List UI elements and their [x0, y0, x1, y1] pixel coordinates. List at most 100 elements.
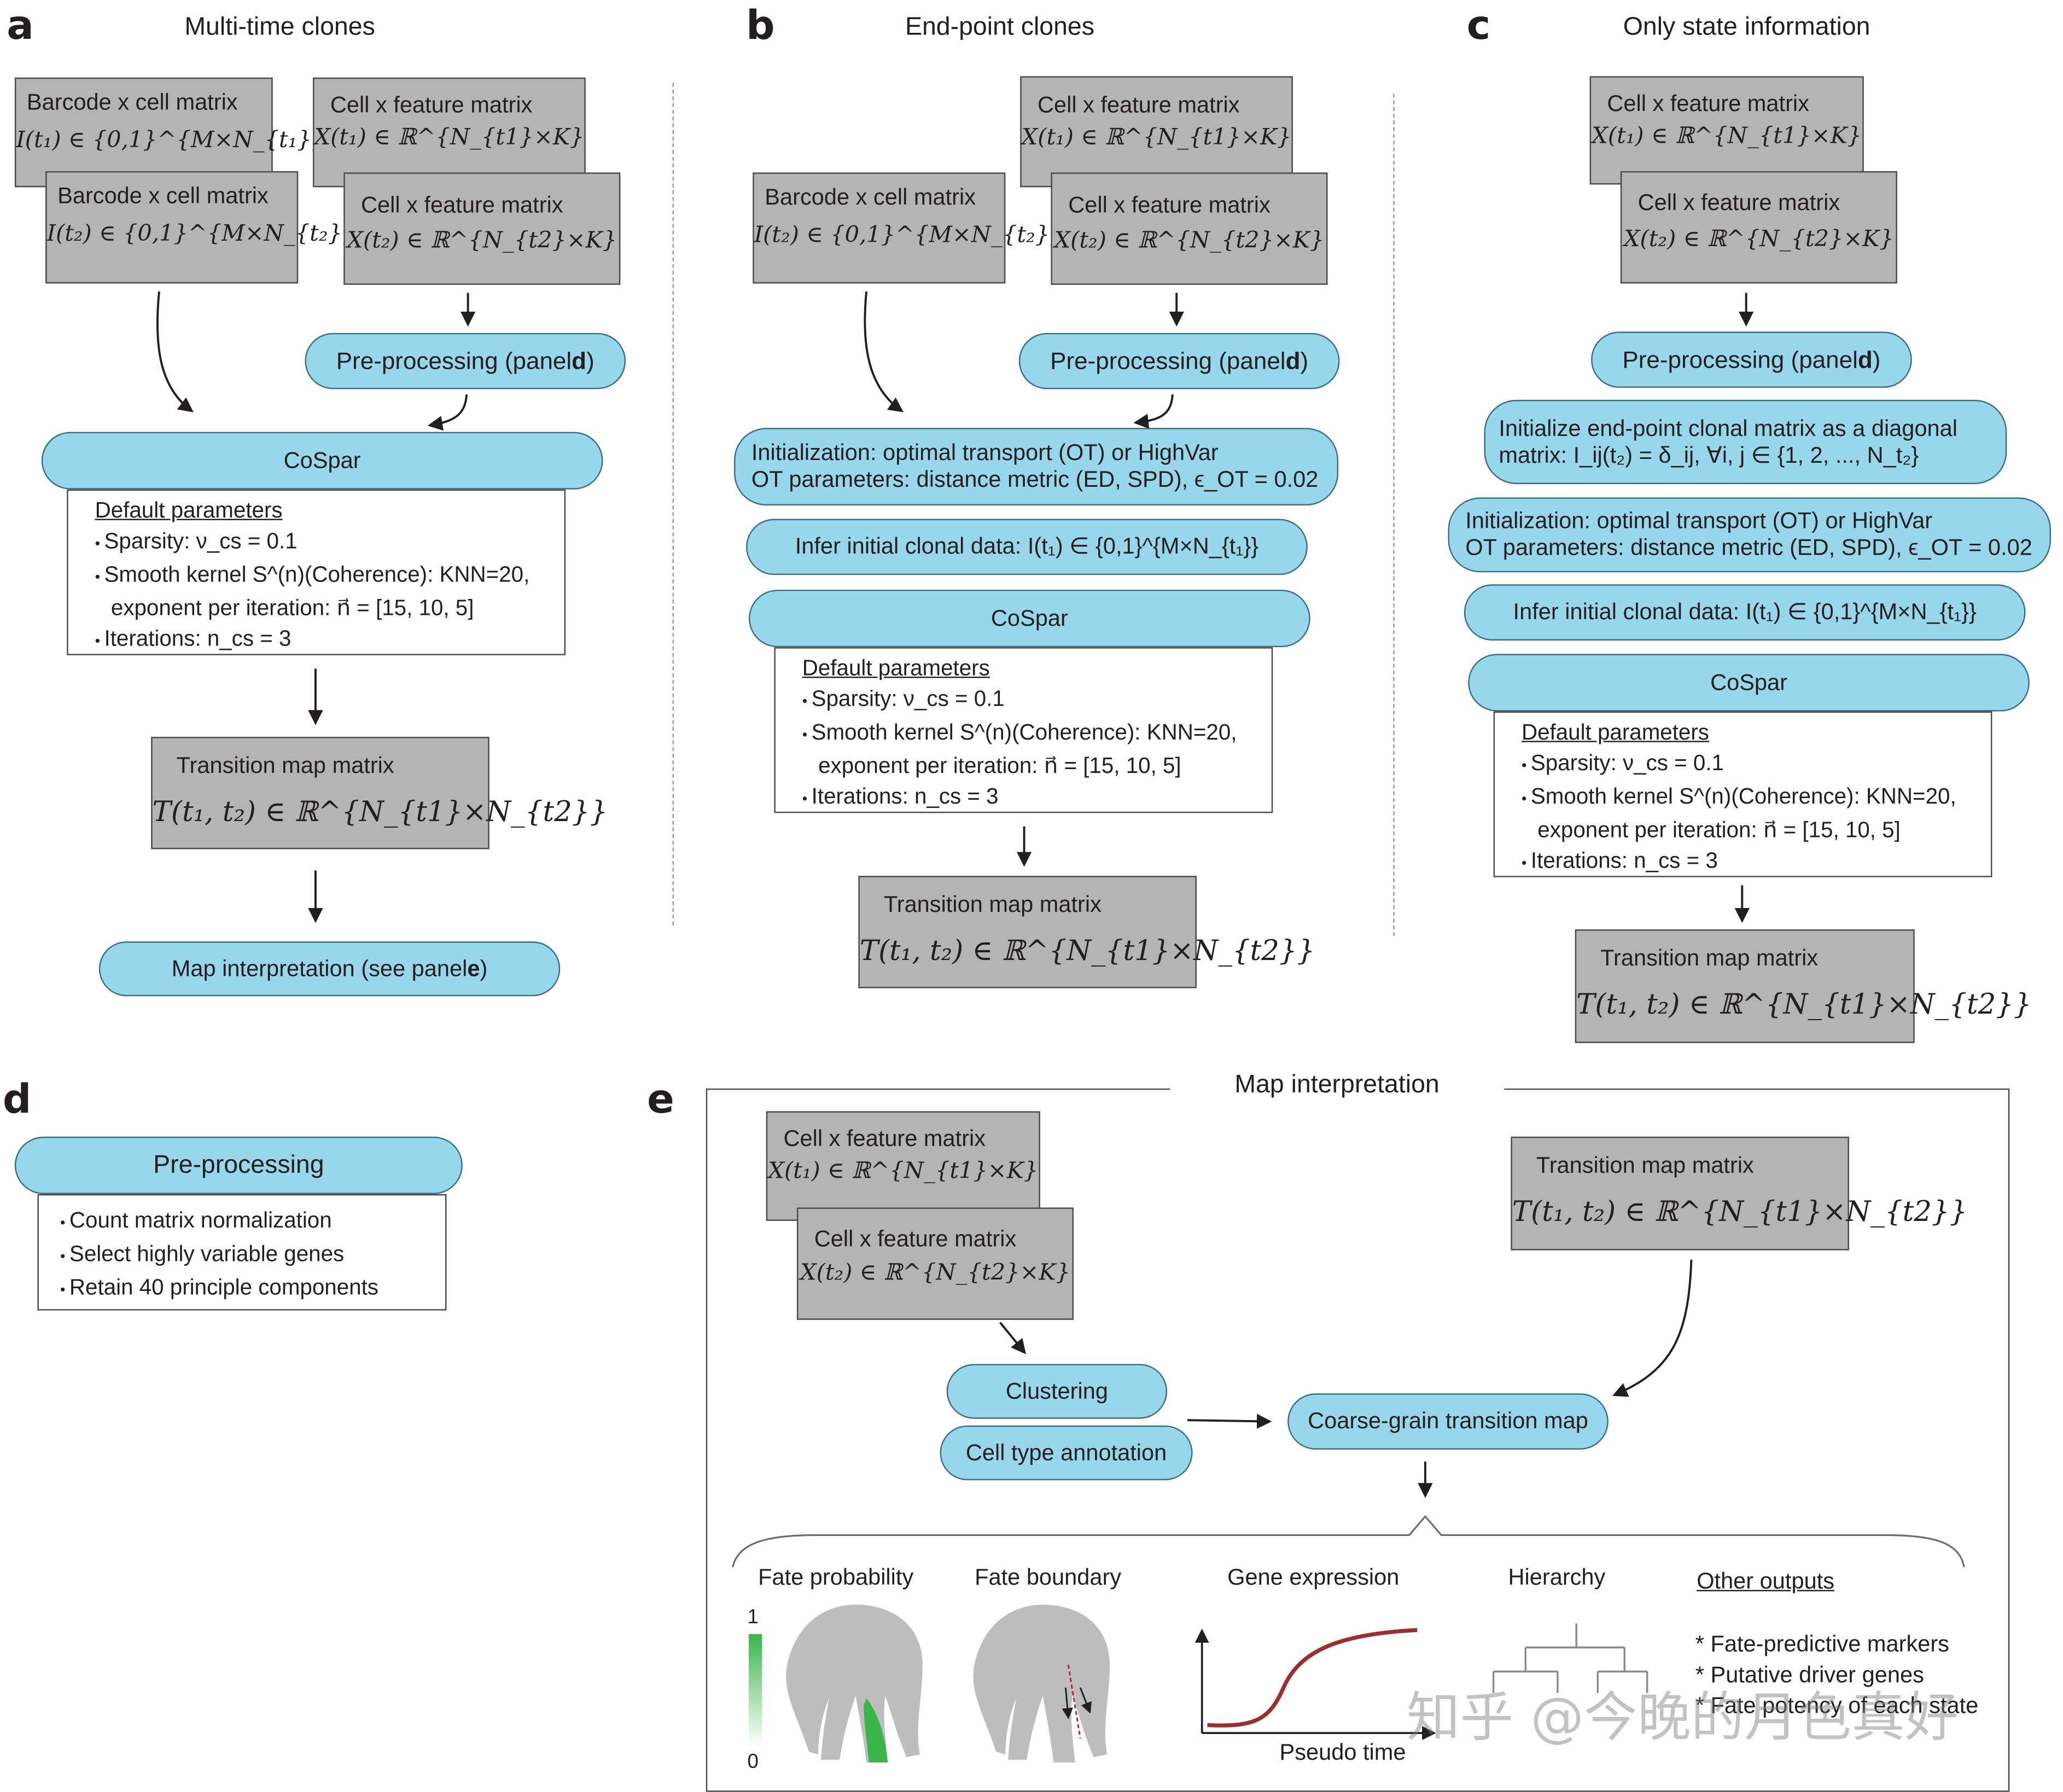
diag-line-1: Initialize end-point clonal matrix as a … — [1499, 415, 1957, 441]
feature-matrix-t1: Cell x feature matrix X(t₁) ∈ ℝ^{N_{t1}×… — [313, 77, 586, 188]
separator-bc — [1393, 94, 1395, 936]
outputs-brace — [732, 1515, 1965, 1568]
pill-text: Map interpretation (see panel — [171, 955, 468, 981]
fate-boundary-illustration — [973, 1604, 1110, 1762]
box-math: X(t₂) ∈ ℝ^{N_{t2}×K} — [800, 1259, 1070, 1287]
param-sparsity: Sparsity: ν_cs = 0.1 — [802, 685, 1272, 718]
list-item: * Fate-predictive markers — [1695, 1631, 1949, 1657]
box-label: Cell x feature matrix — [783, 1126, 986, 1151]
preprocessing-pill-a: Pre-processing (panel d) — [305, 333, 626, 389]
box-label: Transition map matrix — [176, 753, 394, 778]
box-label: Cell x feature matrix — [361, 193, 563, 218]
param-exponent: exponent per iteration: n⃗ = [15, 10, 5] — [110, 596, 474, 621]
box-math: X(t₁) ∈ ℝ^{N_{t1}×K} — [1592, 123, 1862, 150]
gene-expression-axes — [1194, 1628, 1436, 1741]
box-label: Transition map matrix — [1600, 945, 1819, 971]
other-outputs-list: * Fate-predictive markers * Putative dri… — [1695, 1629, 1978, 1721]
infer-clonal-pill-b: Infer initial clonal data: I(t₁) ∈ {0,1}… — [746, 519, 1308, 575]
init-line-1: Initialization: optimal transport (OT) o… — [751, 440, 1219, 466]
transition-map-c: Transition map matrix T(t₁, t₂) ∈ ℝ^{N_{… — [1575, 929, 2032, 1043]
watermark: 知乎 @今晚的月色真好 — [1406, 1688, 1959, 1749]
step-item: Retain 40 principle components — [60, 1273, 445, 1306]
boundary-arrow-left — [1062, 1687, 1073, 1719]
fate-probability-green — [864, 1698, 888, 1762]
box-math: X(t₁) ∈ ℝ^{N_{t1}×K} — [314, 124, 585, 152]
feature-matrix-t2: Cell x feature matrix X(t₂) ∈ ℝ^{N_{t2}×… — [343, 172, 621, 285]
pill-bold: d — [572, 347, 587, 375]
box-math: X(t₂) ∈ ℝ^{N_{t2}×K} — [1054, 227, 1325, 254]
panel-c-letter: c — [1466, 2, 1491, 50]
feature-matrix-e-t2: Cell x feature matrix X(t₂) ∈ ℝ^{N_{t2}×… — [796, 1207, 1074, 1320]
param-sparsity: Sparsity: ν_cs = 0.1 — [95, 527, 564, 560]
box-label: Transition map matrix — [1536, 1153, 1754, 1178]
gene-expression-label: Gene expression — [1227, 1564, 1400, 1590]
default-params-b: Default parameters Sparsity: ν_cs = 0.1 … — [774, 647, 1273, 813]
initialization-pill-b: Initialization: optimal transport (OT) o… — [734, 428, 1339, 506]
step-item: Select highly variable genes — [60, 1240, 445, 1273]
pill-text: Pre-processing (panel — [1622, 346, 1858, 374]
map-interpretation-pill: Map interpretation (see panel e) — [98, 941, 561, 997]
box-math: X(t₁) ∈ ℝ^{N_{t1}×K} — [768, 1158, 1039, 1185]
list-item: * Putative driver genes — [1695, 1662, 1924, 1688]
coarse-grain-map-pill: Coarse-grain transition map — [1287, 1393, 1609, 1450]
pill-text: Pre-processing (panel — [1050, 347, 1286, 375]
preprocessing-title-pill: Pre-processing — [14, 1136, 463, 1195]
box-label: Cell x feature matrix — [1068, 193, 1271, 218]
params-heading: Default parameters — [802, 656, 990, 681]
panel-a-title: Multi-time clones — [184, 13, 375, 42]
panel-c-title: Only state information — [1623, 13, 1870, 42]
panel-b-title: End-point clones — [905, 13, 1095, 42]
init-line-1: Initialization: optimal transport (OT) o… — [1465, 508, 1933, 534]
infer-clonal-pill-c: Infer initial clonal data: I(t₁) ∈ {0,1}… — [1464, 584, 2026, 641]
preprocessing-pill-b: Pre-processing (panel d) — [1018, 333, 1340, 389]
feature-matrix-c-t2: Cell x feature matrix X(t₂) ∈ ℝ^{N_{t2}×… — [1620, 171, 1897, 284]
param-kernel: Smooth kernel S^(n)(Coherence): KNN=20, — [95, 560, 564, 594]
feature-matrix-b-t1: Cell x feature matrix X(t₁) ∈ ℝ^{N_{t1}×… — [1020, 76, 1293, 188]
pseudo-time-label: Pseudo time — [1279, 1739, 1406, 1765]
step-item: Count matrix normalization — [60, 1206, 445, 1240]
box-label: Barcode x cell matrix — [26, 89, 238, 115]
feature-matrix-c-t1: Cell x feature matrix X(t₁) ∈ ℝ^{N_{t1}×… — [1589, 76, 1864, 185]
list-item: * Fate potency of each state — [1695, 1692, 1979, 1719]
param-kernel: Smooth kernel S^(n)(Coherence): KNN=20, — [1522, 782, 1991, 816]
diag-line-2: matrix: I_ij(t₂) = δ_ij, ∀i, j ∈ {1, 2, … — [1499, 441, 1919, 468]
diagonal-init-pill: Initialize end-point clonal matrix as a … — [1484, 399, 2007, 484]
scale-max-label: 1 — [747, 1605, 759, 1629]
box-label: Cell x feature matrix — [330, 92, 533, 118]
flow-arrows — [156, 291, 1754, 1498]
pill-bold: d — [1857, 346, 1873, 374]
fate-boundary-label: Fate boundary — [975, 1564, 1122, 1590]
initialization-pill-c: Initialization: optimal transport (OT) o… — [1448, 497, 2052, 573]
param-exponent: exponent per iteration: n⃗ = [15, 10, 5] — [1537, 818, 1901, 843]
param-iterations: Iterations: n_cs = 3 — [95, 625, 564, 658]
init-line-2: OT parameters: distance metric (ED, SPD)… — [751, 467, 1319, 492]
param-exponent: exponent per iteration: n⃗ = [15, 10, 5] — [818, 754, 1181, 778]
panel-e-title: Map interpretation — [1170, 1071, 1505, 1101]
other-outputs-label: Other outputs — [1697, 1568, 1835, 1594]
fate-probability-label: Fate probability — [758, 1564, 914, 1590]
box-math: X(t₂) ∈ ℝ^{N_{t2}×K} — [1623, 226, 1894, 253]
box-label: Cell x feature matrix — [1637, 190, 1840, 216]
box-label: Barcode x cell matrix — [57, 183, 269, 209]
init-line-2: OT parameters: distance metric (ED, SPD)… — [1465, 534, 2032, 561]
default-params-c: Default parameters Sparsity: ν_cs = 0.1 … — [1493, 711, 1992, 880]
cell-type-annotation-pill: Cell type annotation — [940, 1425, 1193, 1481]
box-label: Barcode x cell matrix — [765, 184, 976, 210]
hierarchy-label: Hierarchy — [1508, 1564, 1606, 1590]
pill-text: Pre-processing (panel — [336, 347, 572, 375]
param-iterations: Iterations: n_cs = 3 — [802, 782, 1272, 816]
fate-probability-illustration — [786, 1604, 923, 1762]
param-iterations: Iterations: n_cs = 3 — [1522, 846, 1991, 880]
cospar-pill-c: CoSpar — [1468, 654, 2030, 712]
box-label: Cell x feature matrix — [814, 1226, 1017, 1252]
pill-close: ) — [480, 955, 488, 981]
boundary-dashed-line — [1067, 1665, 1081, 1739]
panel-a-letter: a — [7, 2, 34, 50]
default-params-a: Default parameters Sparsity: ν_cs = 0.1 … — [67, 489, 566, 658]
preprocessing-steps: Count matrix normalization Select highly… — [37, 1194, 447, 1311]
panel-d-letter: d — [2, 1076, 32, 1124]
clustering-pill: Clustering — [946, 1364, 1168, 1419]
separator-ab — [672, 83, 674, 926]
